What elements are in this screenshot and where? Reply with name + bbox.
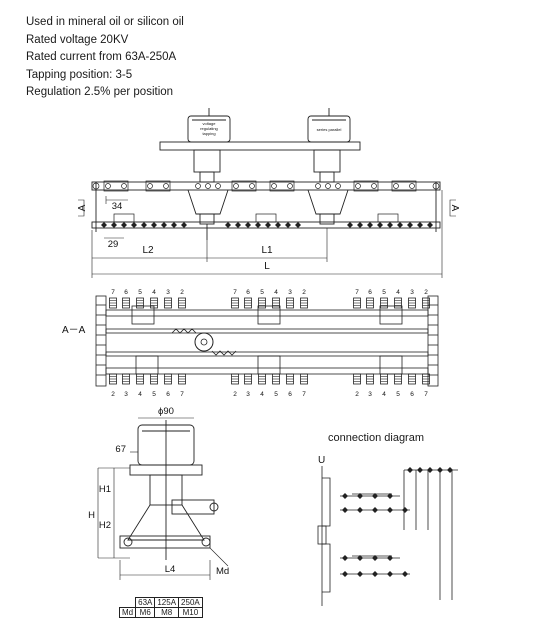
tap-number: 4 <box>138 391 142 398</box>
section-mark-left: A <box>77 204 88 211</box>
front-view <box>91 108 441 240</box>
dim-L2: L2 <box>142 245 154 256</box>
section-insulators <box>109 297 430 385</box>
section-labels: A－A 7 6 5 4 3 2 7 6 5 4 3 2 7 6 5 4 3 2 … <box>62 289 428 398</box>
tap-number: 2 <box>180 289 184 296</box>
spec-line: Rated voltage 20KV <box>26 33 129 46</box>
tap-number: 6 <box>124 289 128 296</box>
dim-Md: Md <box>216 566 229 577</box>
tap-number: 2 <box>424 289 428 296</box>
md-table-row: Md M6 M8 M10 <box>118 607 203 618</box>
connection-diagram-title: connection diagram <box>328 432 425 444</box>
spec-list: Used in mineral oil or silicon oil Rated… <box>26 14 184 102</box>
spec-line: Rated current from 63A-250A <box>26 51 177 63</box>
cover-plate <box>159 141 361 151</box>
tap-number: 6 <box>368 289 372 296</box>
tap-number: 7 <box>111 289 115 296</box>
side-view-labels: ϕ90 67 H1 H H2 L4 Md <box>88 406 229 577</box>
lower-rail-nodes <box>101 222 433 228</box>
tap-number: 5 <box>274 391 278 398</box>
tap-number: 6 <box>410 391 414 398</box>
tap-number: 4 <box>396 289 400 296</box>
dim-L: L <box>264 261 270 272</box>
tap-number: 3 <box>166 289 170 296</box>
upper-rail <box>91 181 441 191</box>
dim-H2: H2 <box>99 520 111 531</box>
dim-L4: L4 <box>165 564 176 575</box>
md-cell: M8 <box>154 607 180 618</box>
dim-H1: H1 <box>99 484 111 495</box>
dim-L1: L1 <box>261 245 273 256</box>
tap-number: 2 <box>302 289 306 296</box>
motor-label-left-3: tapping <box>202 131 215 136</box>
connection-nodes <box>342 467 453 577</box>
spec-line: Used in mineral oil or silicon oil <box>26 16 184 28</box>
tap-number: 7 <box>302 391 306 398</box>
tap-number: 6 <box>246 289 250 296</box>
dim-67: 67 <box>115 444 126 455</box>
md-cell: M10 <box>178 607 203 618</box>
tap-number: 6 <box>288 391 292 398</box>
connection-label-u: U <box>318 455 325 466</box>
tap-number: 3 <box>410 289 414 296</box>
md-table-header: 63A 125A 250A <box>120 597 203 608</box>
md-cell: M6 <box>135 607 156 618</box>
md-header-cell: 125A <box>154 597 180 608</box>
tap-number: 7 <box>180 391 184 398</box>
tap-number: 4 <box>152 289 156 296</box>
tap-number: 3 <box>246 391 250 398</box>
tap-number: 5 <box>396 391 400 398</box>
tap-number: 4 <box>274 289 278 296</box>
dim-phi90: ϕ90 <box>158 406 174 417</box>
tap-number: 7 <box>355 289 359 296</box>
tap-number: 4 <box>260 391 264 398</box>
tap-number: 2 <box>355 391 359 398</box>
motor-label-left-1: voltage <box>203 121 217 126</box>
dim-H: H <box>88 510 95 521</box>
right-motor <box>307 108 351 143</box>
tap-number: 4 <box>382 391 386 398</box>
front-view-dimensions <box>78 190 456 278</box>
md-header-cell: 250A <box>178 597 203 608</box>
dim-34: 34 <box>112 201 123 212</box>
tap-number: 7 <box>424 391 428 398</box>
tap-number: 7 <box>233 289 237 296</box>
tap-number: 2 <box>233 391 237 398</box>
tap-number: 3 <box>288 289 292 296</box>
dim-29: 29 <box>108 239 119 250</box>
side-view <box>97 417 229 580</box>
connection-diagram <box>317 466 458 606</box>
tap-number: 2 <box>111 391 115 398</box>
tap-number: 3 <box>368 391 372 398</box>
tap-number: 5 <box>382 289 386 296</box>
section-view <box>95 295 439 387</box>
md-table: 63A 125A 250A Md M6 M8 M10 <box>118 597 203 618</box>
motor-label-right: series parallel <box>317 127 342 132</box>
tap-number: 6 <box>166 391 170 398</box>
tap-number: 3 <box>124 391 128 398</box>
md-header-cell: 63A <box>135 597 156 608</box>
md-row-label: Md <box>118 607 137 618</box>
tap-number: 5 <box>138 289 142 296</box>
section-mark-right: A <box>449 205 460 212</box>
tap-number: 5 <box>152 391 156 398</box>
spec-line: Tapping position: 3-5 <box>26 68 133 81</box>
section-title: A－A <box>62 325 86 336</box>
motor-label-left-2: regulating <box>200 126 218 131</box>
spec-line: Regulation 2.5% per position <box>26 86 174 98</box>
tap-number: 5 <box>260 289 264 296</box>
front-view-labels: voltage regulating tapping series parall… <box>77 121 460 272</box>
